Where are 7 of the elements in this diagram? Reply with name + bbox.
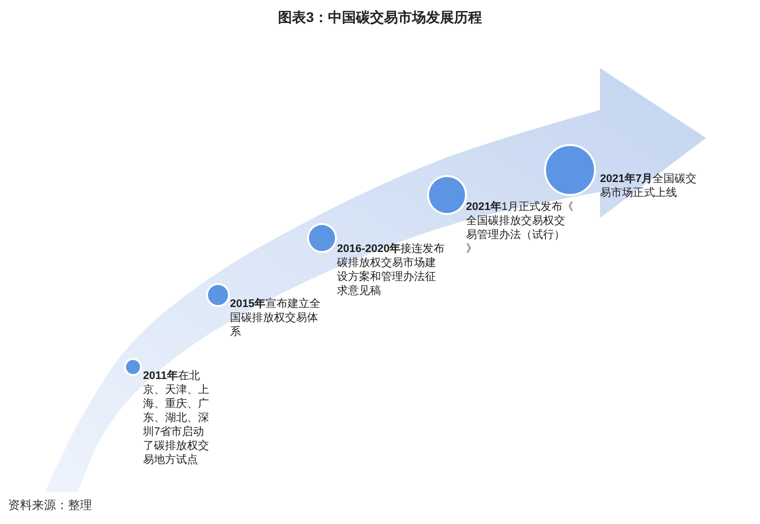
milestone-text: 2011年在北京、天津、上海、重庆、广东、湖北、深圳7省市启动了碳排放权交易地方试点: [143, 369, 210, 467]
source-note: 资料来源：整理: [8, 497, 92, 514]
milestone-text: 2021年1月正式发布《全国碳排放交易权交易管理办法（试行）》: [466, 200, 575, 256]
milestone-text: 2015年宣布建立全国碳排放权交易体系: [230, 297, 322, 339]
milestone-text: 2021年7月全国碳交易市场正式上线: [600, 172, 698, 200]
milestone-text: 2016-2020年接连发布碳排放权交易市场建设方案和管理办法征求意见稿: [337, 242, 445, 298]
chart-title: 图表3：中国碳交易市场发展历程: [277, 9, 483, 27]
